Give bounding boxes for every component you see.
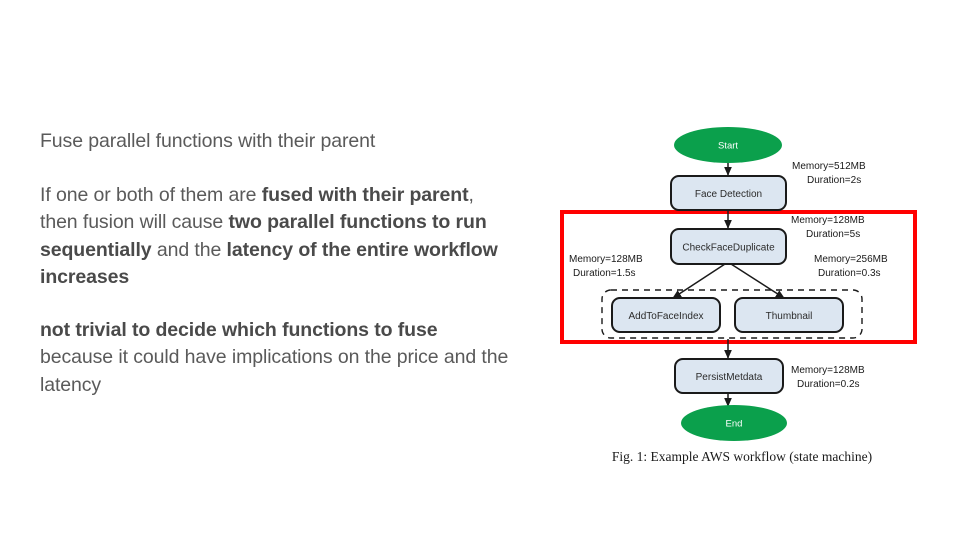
annotation-face-detection-memory: Memory=512MB [792, 161, 866, 172]
annotation-persist-metdata: Memory=128MB Duration=0.2s [791, 365, 865, 390]
annotation-add-to-face-index-memory: Memory=128MB [569, 254, 643, 265]
annotation-thumbnail-memory: Memory=256MB [814, 254, 888, 265]
text-run: , then fusion will cause [40, 183, 474, 234]
check-face-duplicate-box [670, 228, 787, 265]
add-to-face-index-box [611, 297, 721, 333]
node-face-detection-label: Face Detection [695, 189, 762, 200]
text-run: fused with their parent [261, 183, 469, 206]
edge-check-face-duplicate-to-thumbnail [730, 263, 785, 299]
annotation-persist-metdata-duration: Duration=0.2s [797, 379, 860, 390]
text-run: two parallel functions to run sequential… [40, 211, 487, 261]
text-run: Fuse parallel functions with their paren… [40, 130, 376, 152]
text-run: If one or both of them are [40, 183, 262, 206]
face-detection-box [670, 175, 787, 211]
end-ellipse [681, 405, 787, 441]
annotation-thumbnail-duration: Duration=0.3s [818, 268, 881, 279]
node-check-face-duplicate[interactable]: CheckFaceDuplicate [670, 228, 787, 265]
paragraph-1: Fuse parallel functions with their paren… [40, 128, 510, 156]
node-thumbnail-label: Thumbnail [766, 311, 813, 322]
edge-check-face-duplicate-to-add-to-face-index [672, 263, 726, 299]
start-ellipse [674, 127, 782, 163]
node-persist-metdata[interactable]: PersistMetdata [674, 358, 784, 394]
annotation-thumbnail: Memory=256MB Duration=0.3s [814, 254, 888, 279]
paragraph-3: not trivial to decide which functions to… [40, 317, 510, 400]
figure-caption: Fig. 1: Example AWS workflow (state mach… [612, 449, 872, 464]
node-start[interactable]: Start [674, 127, 782, 163]
node-persist-metdata-label: PersistMetdata [696, 372, 763, 383]
text-run: because it could have implications on th… [40, 346, 509, 396]
node-face-detection[interactable]: Face Detection [670, 175, 787, 211]
node-end[interactable]: End [681, 405, 787, 441]
annotation-face-detection: Memory=512MB Duration=2s [792, 161, 866, 186]
node-add-to-face-index-label: AddToFaceIndex [628, 311, 703, 322]
annotation-add-to-face-index-duration: Duration=1.5s [573, 268, 636, 279]
slide-text-body: Fuse parallel functions with their paren… [40, 128, 510, 399]
text-run: not trivial to decide which functions to… [40, 318, 438, 341]
node-add-to-face-index[interactable]: AddToFaceIndex [611, 297, 721, 333]
annotation-check-face-duplicate-duration: Duration=5s [806, 229, 860, 240]
paragraph-2: If one or both of them are fused with th… [40, 182, 510, 292]
annotation-check-face-duplicate-memory: Memory=128MB [791, 215, 865, 226]
node-start-label: Start [718, 141, 738, 152]
node-thumbnail[interactable]: Thumbnail [734, 297, 844, 333]
node-end-label: End [726, 419, 743, 430]
aws-workflow-figure: Start Face Detection CheckFaceDuplicate … [545, 118, 945, 478]
highlight-rectangle [560, 210, 917, 344]
parallel-state-container [601, 289, 863, 339]
persist-metdata-box [674, 358, 784, 394]
annotation-persist-metdata-memory: Memory=128MB [791, 365, 865, 376]
text-run: and the [151, 238, 227, 261]
annotation-add-to-face-index: Memory=128MB Duration=1.5s [569, 254, 643, 279]
thumbnail-box [734, 297, 844, 333]
node-check-face-duplicate-label: CheckFaceDuplicate [682, 243, 775, 254]
text-run: latency of the entire workflow increases [40, 238, 498, 289]
annotation-check-face-duplicate: Memory=128MB Duration=5s [791, 215, 865, 240]
annotation-face-detection-duration: Duration=2s [807, 175, 861, 186]
